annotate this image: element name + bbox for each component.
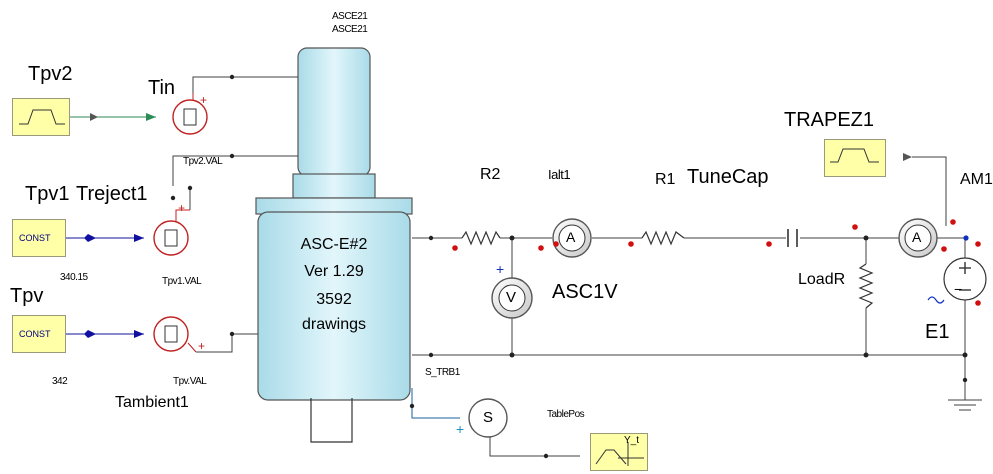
loadr-label: LoadR: [798, 271, 846, 288]
tpv1val-label: Tpv1.VAL: [162, 276, 202, 287]
voltmeter-letter: V: [506, 289, 517, 306]
asce21-label-bottom: ASCE21: [332, 24, 368, 35]
tablepos-block[interactable]: [590, 433, 648, 471]
asc1v-label: ASC1V: [552, 281, 618, 303]
resistor-r1[interactable]: [641, 230, 685, 246]
asc-tank[interactable]: [255, 47, 413, 443]
tpv1-label: Tpv1: [25, 183, 70, 205]
tpv2-trapez-block[interactable]: [12, 98, 70, 136]
tank-line-2: Ver 1.29: [304, 263, 364, 280]
tablefn-label: Y_t: [624, 435, 640, 446]
signal-arrows: [84, 113, 912, 338]
resistor-r2[interactable]: [461, 230, 501, 246]
tpv-const-block[interactable]: [12, 315, 66, 353]
voltage-source-e1[interactable]: [943, 257, 987, 301]
capacitor-tunecap[interactable]: [787, 229, 798, 247]
ialt1-label: Ialt1: [548, 167, 571, 182]
sensor-s[interactable]: [468, 398, 508, 438]
ammeter-am1[interactable]: [898, 218, 938, 258]
junction-dots: [170, 74, 968, 459]
tpv-label: Tpv: [10, 285, 44, 307]
trapez1-block[interactable]: [824, 139, 886, 177]
tpv-const-label: CONST: [19, 329, 51, 339]
r1-label: R1: [655, 171, 676, 188]
tpv1-const-label: CONST: [19, 233, 51, 243]
circuit-wires: [411, 156, 982, 457]
treject1-label: Treject1: [76, 183, 148, 205]
blue-node-markers: [963, 235, 969, 241]
tpv1-const-block[interactable]: [12, 219, 66, 257]
r2-label: R2: [480, 166, 501, 183]
s-trb1-label: S_TRB1: [425, 367, 460, 378]
svg-text:+: +: [198, 339, 205, 353]
tin-label: Tin: [148, 77, 176, 99]
ammeter-ialt1[interactable]: [552, 218, 592, 258]
val-340-label: 340.15: [60, 272, 88, 283]
ac-tilde-icon: [927, 296, 945, 304]
val-342-label: 342: [52, 376, 68, 387]
am1-label: AM1: [960, 171, 993, 188]
tpv2val-label: Tpv2.VAL: [183, 156, 223, 167]
tank-line-1: ASC-E#2: [300, 236, 368, 253]
sensor-s-letter: S: [483, 409, 494, 426]
ammeter-ialt1-letter: A: [566, 229, 576, 245]
tank-line-4: drawings: [301, 316, 367, 333]
voltmeter-asc1v[interactable]: [491, 277, 533, 319]
treject1-source[interactable]: [153, 209, 190, 256]
svg-text:+: +: [456, 421, 464, 437]
left-wiring: [66, 76, 298, 353]
tank-line-3: 3592: [316, 291, 352, 308]
svg-text:+: +: [200, 93, 207, 107]
asce21-label-top: ASCE21: [332, 11, 368, 22]
svg-text:+: +: [496, 261, 504, 277]
tin-source[interactable]: [172, 93, 208, 135]
tpv2-label: Tpv2: [28, 63, 73, 85]
tambient1-label: Tambient1: [115, 394, 189, 411]
svg-text:+: +: [178, 201, 185, 215]
tambient1-source[interactable]: [153, 316, 197, 353]
tunecap-label: TuneCap: [687, 166, 769, 188]
tpvval-label: Tpv.VAL: [173, 376, 207, 387]
e1-label: E1: [925, 321, 950, 343]
tablepos-label: TablePos: [547, 409, 585, 420]
ammeter-am1-letter: A: [912, 229, 922, 245]
svg-text:−: −: [954, 281, 962, 297]
red-node-markers: [452, 219, 981, 306]
trapez1-label: TRAPEZ1: [784, 109, 875, 131]
polarity-signs: + + + + + −: [178, 93, 962, 437]
resistor-loadr[interactable]: [858, 263, 874, 309]
